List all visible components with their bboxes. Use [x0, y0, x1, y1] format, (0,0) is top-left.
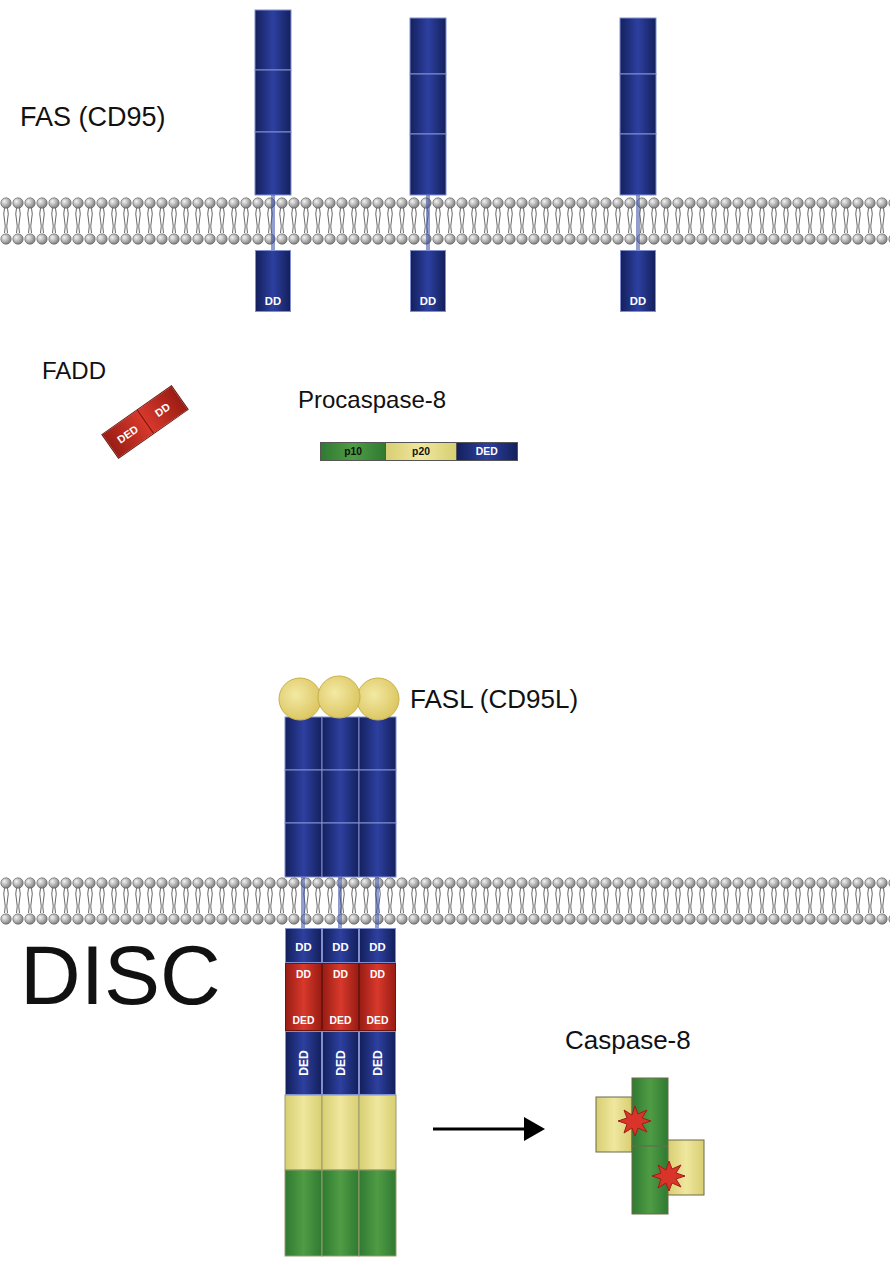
fadd-adaptor: DD DED: [359, 963, 396, 1031]
figure-label: FASL (CD95L): [410, 684, 578, 715]
protein-name: Procaspase-8: [298, 386, 446, 414]
fas-receptor: [255, 10, 656, 195]
domain-label: DED: [103, 410, 154, 457]
activation-arrow: [433, 1128, 542, 1131]
death-effector-domain-box: DED: [359, 1031, 396, 1095]
fadd-adaptor: FADDDEDDD: [40, 355, 215, 470]
domain-label: DD: [323, 968, 358, 981]
domain-label: DED: [371, 1050, 385, 1075]
domain-label: DED: [323, 1014, 358, 1027]
domain-label: p20: [386, 443, 456, 460]
domain-label: DED: [457, 443, 517, 460]
procaspase-bar: Procaspase-8 p10p20DED: [295, 380, 530, 468]
procaspase-catalytic-domains: [285, 1095, 396, 1256]
domain-label: DD: [360, 968, 395, 981]
domain-label: DED: [360, 1014, 395, 1027]
lipid-bilayer: [0, 197, 890, 245]
domain-label: p10: [321, 443, 386, 460]
complex-name: DISC: [20, 933, 221, 1017]
domain-label: DD: [621, 294, 655, 308]
domain-label: DED: [297, 1050, 311, 1075]
domain-label: DD: [411, 294, 445, 308]
fadd-box: DEDDD: [101, 385, 189, 459]
domain-label: DD: [323, 940, 358, 954]
death-effector-domain-box: DED: [285, 1031, 322, 1095]
domain-label: DD: [137, 386, 187, 433]
fadd-adaptor: DD DED: [322, 963, 359, 1031]
domain-label: DD: [360, 940, 395, 954]
caspase-node: Caspase-8: [560, 1025, 745, 1225]
death-domain-box: DD: [322, 928, 359, 963]
active-caspase-8: [596, 1078, 704, 1214]
death-domain-box: DD: [410, 250, 446, 312]
domain-label: DD: [286, 968, 321, 981]
disc-complex: DISCDDDDDDDDDEDDDDEDDDDEDDEDDEDDED: [20, 925, 398, 1257]
domain-label: DED: [334, 1050, 348, 1075]
lipid-bilayer: [0, 877, 890, 925]
domain-label: DED: [286, 1014, 321, 1027]
death-effector-domain-box: DED: [322, 1031, 359, 1095]
domain-label: DD: [286, 940, 321, 954]
figure-label: FAS (CD95): [20, 102, 166, 133]
death-domain-box: DD: [359, 928, 396, 963]
transmembrane-segment: [271, 195, 640, 250]
protein-name: FADD: [42, 357, 106, 385]
procaspase-domains: p10p20DED: [320, 442, 518, 461]
death-domain-box: DD: [285, 928, 322, 963]
death-domain-box: DD: [620, 250, 656, 312]
death-domain-box: DD: [255, 250, 291, 312]
domain-label: DD: [256, 294, 290, 308]
protein-name: Caspase-8: [565, 1025, 691, 1056]
transmembrane-segment: [301, 877, 379, 928]
fas-receptor-trimer: [285, 717, 396, 877]
fas-ligand: [279, 676, 399, 720]
fadd-adaptor: DD DED: [285, 963, 322, 1031]
